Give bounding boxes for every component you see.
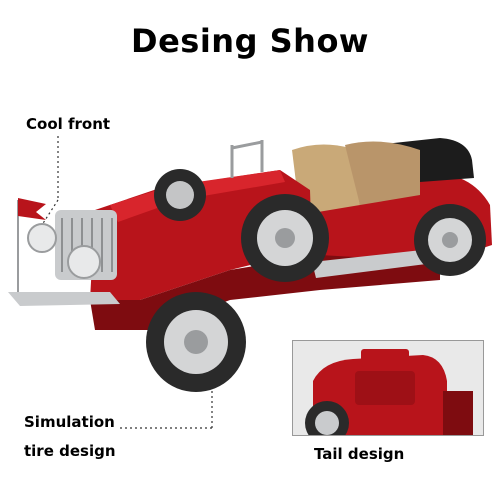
- label-tail-design: Tail design: [314, 445, 405, 463]
- running-board: [312, 248, 442, 278]
- tail-detail-image: [293, 341, 483, 435]
- flag: [18, 198, 46, 220]
- front-bumper: [8, 292, 120, 306]
- label-simulation: Simulation: [24, 413, 115, 431]
- tail-detail-inset: [292, 340, 484, 436]
- wheel-rear-mid: [241, 194, 329, 282]
- page-title: Desing Show: [131, 22, 369, 60]
- label-tire-design: tire design: [24, 442, 116, 460]
- wheel-back-left: [154, 169, 206, 221]
- headlight-right: [67, 245, 101, 279]
- label-cool-front: Cool front: [26, 115, 111, 133]
- wheel-rear: [414, 204, 486, 276]
- wheel-front: [146, 292, 246, 392]
- rear-seat: [345, 141, 420, 205]
- headlight-left: [27, 223, 57, 253]
